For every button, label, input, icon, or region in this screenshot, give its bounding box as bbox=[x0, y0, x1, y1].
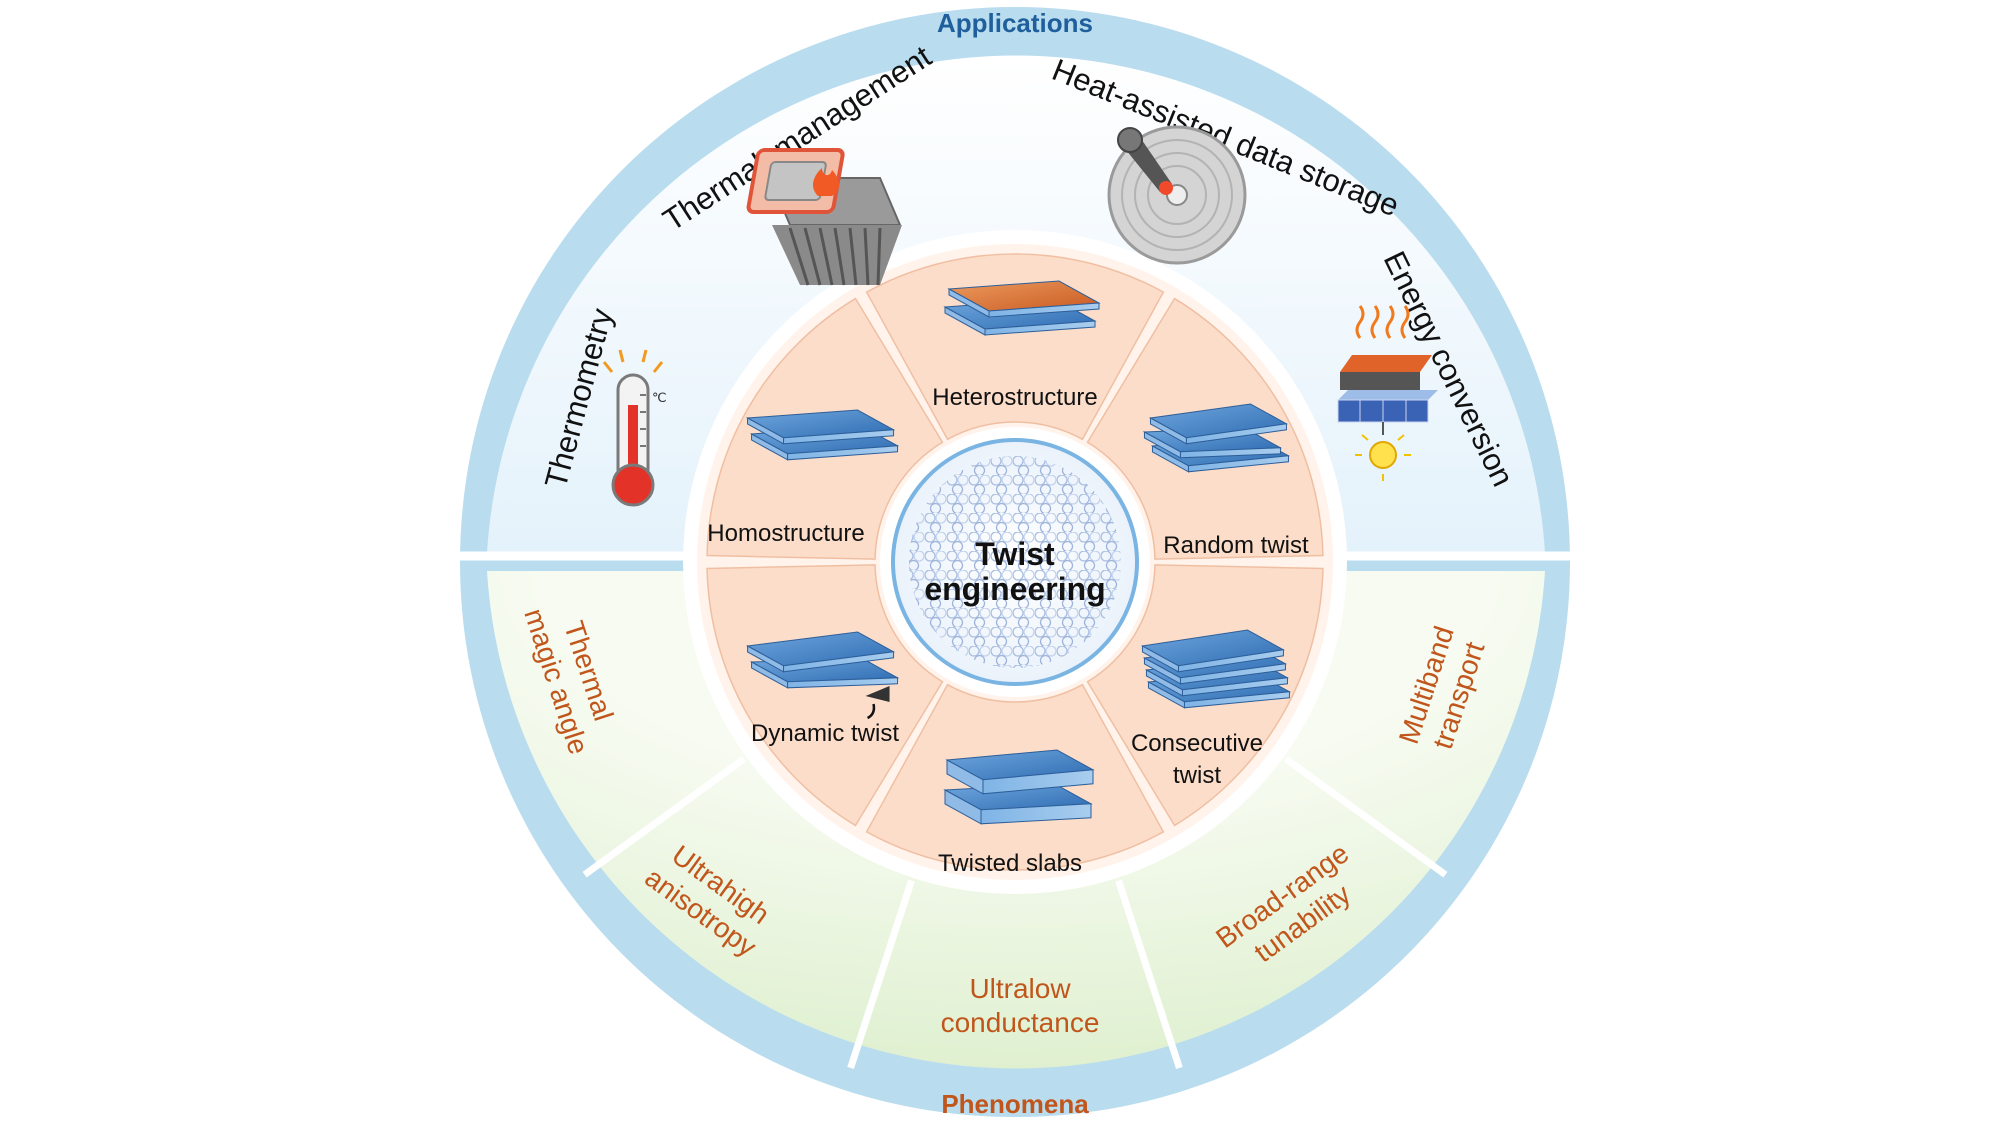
heterostructure-plates-icon bbox=[943, 280, 1101, 336]
thermometer-icon: ℃ bbox=[602, 349, 667, 507]
structure-label-consecutive-twist-line2: twist bbox=[1173, 762, 1221, 789]
structure-label-random-twist: Random twist bbox=[1163, 532, 1309, 559]
structure-label-dynamic-twist: Dynamic twist bbox=[751, 720, 899, 747]
structure-sector-dynamic-twist: Dynamic twist bbox=[706, 564, 944, 827]
structure-sector-heterostructure: Heterostructure bbox=[865, 253, 1165, 441]
structure-label-twisted-slabs: Twisted slabs bbox=[938, 850, 1082, 877]
structure-label-consecutive-twist-line1: Consecutive bbox=[1131, 730, 1263, 757]
thermoelectric-bulb-icon bbox=[1337, 305, 1438, 481]
structure-label-heterostructure: Heterostructure bbox=[932, 384, 1097, 411]
center-title-line1: Twist bbox=[975, 536, 1055, 572]
twisted-slabs-plates-icon bbox=[943, 749, 1095, 825]
applications-ring-label: Applications bbox=[937, 8, 1093, 38]
random-twist-plates-icon bbox=[1142, 403, 1291, 473]
center-title-line2: engineering bbox=[924, 571, 1105, 607]
homostructure-plates-icon bbox=[745, 409, 900, 461]
phenomena-ring-label: Phenomena bbox=[941, 1089, 1089, 1119]
structure-label-homostructure: Homostructure bbox=[707, 520, 864, 547]
dynamic-twist-plates-icon bbox=[745, 631, 900, 720]
atom-lattice bbox=[909, 456, 1121, 668]
phenomena-dividers bbox=[582, 756, 1448, 1070]
structure-sector-consecutive-twist: Consecutive twist bbox=[1086, 564, 1324, 827]
structure-sector-random-twist: Random twist bbox=[1086, 297, 1324, 560]
phenomenon-label-ultralow-conductance-line1: Ultralow bbox=[969, 973, 1071, 1004]
phenomenon-label-ultralow-conductance-line2: conductance bbox=[941, 1007, 1100, 1038]
celsius-unit: ℃ bbox=[652, 390, 667, 405]
structure-sector-homostructure: Homostructure bbox=[706, 297, 944, 560]
heat-sink-chip-icon bbox=[746, 148, 902, 286]
structure-sector-twisted-slabs: Twisted slabs bbox=[865, 683, 1165, 877]
consecutive-twist-plates-icon bbox=[1140, 629, 1292, 709]
hard-disk-icon bbox=[1107, 125, 1247, 265]
